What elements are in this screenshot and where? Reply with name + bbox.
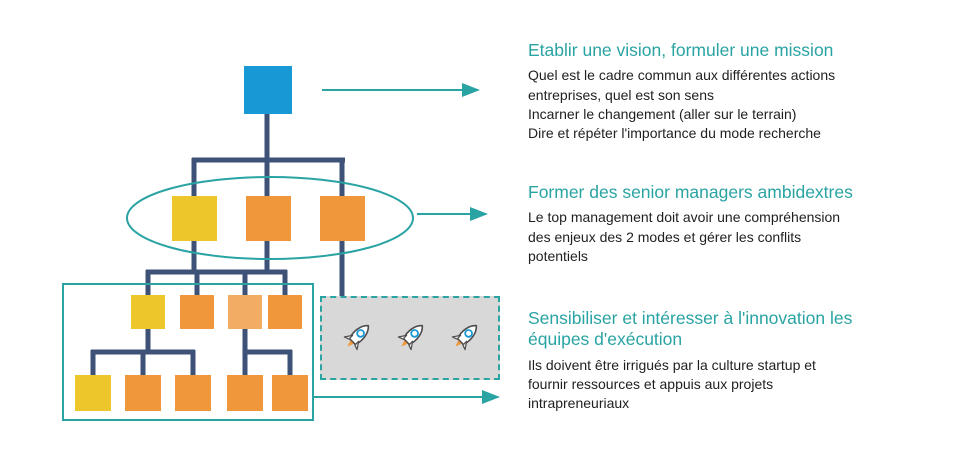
annotation-body: Quel est le cadre commun aux différentes… bbox=[528, 67, 836, 142]
execution-teams-box bbox=[62, 283, 314, 421]
senior-managers-ellipse bbox=[126, 176, 414, 260]
org-node-top-management bbox=[244, 66, 292, 114]
org-node-exec-4 bbox=[227, 375, 263, 411]
annotation-vision: Etablir une vision, formuler une mission… bbox=[528, 40, 968, 144]
org-node-exec-5 bbox=[272, 375, 308, 411]
rocket-icon bbox=[451, 324, 478, 351]
org-node-senior-3 bbox=[320, 196, 365, 241]
annotation-body: Le top management doit avoir une compréh… bbox=[528, 209, 841, 264]
hierarchy-connectors bbox=[90, 112, 345, 377]
startup-rockets-box bbox=[320, 296, 500, 380]
annotation-managers: Former des senior managers ambidextres L… bbox=[528, 182, 968, 266]
annotation-execution: Sensibiliser et intéresser à l'innovatio… bbox=[528, 308, 968, 414]
rocket-icon bbox=[343, 324, 370, 351]
annotation-body: Ils doivent être irrigués par la culture… bbox=[528, 356, 816, 412]
org-node-middle-4 bbox=[268, 295, 302, 329]
annotation-title: Etablir une vision, formuler une mission bbox=[528, 40, 834, 60]
org-node-exec-2 bbox=[125, 375, 161, 411]
org-node-senior-2 bbox=[246, 196, 291, 241]
annotation-arrows bbox=[313, 83, 500, 404]
annotation-title: Former des senior managers ambidextres bbox=[528, 182, 853, 202]
org-node-middle-1 bbox=[131, 295, 165, 329]
org-node-exec-1 bbox=[75, 375, 111, 411]
org-node-middle-3 bbox=[228, 295, 262, 329]
annotation-title: Sensibiliser et intéresser à l'innovatio… bbox=[528, 308, 853, 350]
org-node-middle-2 bbox=[180, 295, 214, 329]
org-node-exec-3 bbox=[175, 375, 211, 411]
rocket-icon bbox=[397, 324, 424, 351]
org-node-senior-1 bbox=[172, 196, 217, 241]
